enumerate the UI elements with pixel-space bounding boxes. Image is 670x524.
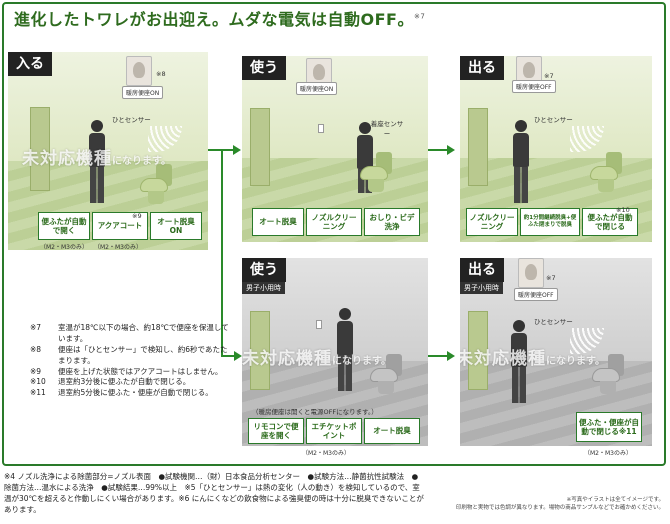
toilet-figure xyxy=(360,152,394,192)
feature-continuous-deodorize: 約1分間継続脱臭+便ふた閉まりで脱臭 xyxy=(520,208,580,236)
unsupported-watermark: 未対応機種になります。 xyxy=(242,349,391,369)
seat-sensor-label: 着座センサー xyxy=(370,120,404,138)
feature-auto-close-lid-seat: 便ふた・便座が自動で閉じる※11 xyxy=(576,412,642,442)
remote-control xyxy=(316,320,322,329)
image-disclaimer: ※写真やイラストは全てイメージです。 印刷物と実物では色調が異なります。場物の商… xyxy=(455,497,664,512)
sensor-label: ひとセンサー xyxy=(112,116,151,124)
toilet-figure xyxy=(592,354,626,394)
flow-arrow xyxy=(428,149,448,151)
panel-exit: 出る ※7 暖房便座OFF ひとセンサー ノズルクリーニング 約1分間継続脱臭+… xyxy=(460,56,652,242)
seat-thumbnail xyxy=(126,56,152,86)
person-walking-away xyxy=(510,120,532,203)
toilet-figure xyxy=(590,152,624,192)
feature-auto-deodorize-on: オート脱臭ON xyxy=(150,212,202,240)
sensor-label: ひとセンサー xyxy=(534,318,573,326)
feature-etiquette-point: エチケットポイント xyxy=(306,418,362,444)
heated-seat-label: 暖房便座ON xyxy=(122,86,164,99)
remote-control xyxy=(318,124,324,133)
person-walking-away xyxy=(508,320,530,403)
heated-seat-label: 暖房便座OFF xyxy=(512,80,556,93)
panel-enter: 入る ※8 暖房便座ON ひとセンサー 未対応機種になります。 便ふたが自動で開… xyxy=(8,52,208,250)
heated-seat-label: 暖房便座OFF xyxy=(514,288,558,301)
person-figure xyxy=(86,120,108,203)
unsupported-watermark: 未対応機種になります。 xyxy=(460,349,605,369)
panel-tag-exit-male: 出る xyxy=(460,258,504,282)
feature-nozzle-cleaning: ノズルクリーニング xyxy=(466,208,518,236)
flow-arrow xyxy=(428,355,448,357)
page-title: 進化したトワレがお出迎え。ムダな電気は自動OFF。※7 xyxy=(14,10,426,29)
panel-tag-exit: 出る xyxy=(460,56,504,80)
seat-thumbnail xyxy=(518,258,544,288)
panel-use-male: 使う 男子小用時 未対応機種になります。 （暖房便座は開くと電源OFFになります… xyxy=(242,258,428,446)
heated-seat-label: 暖房便座ON xyxy=(296,82,338,95)
person-standing xyxy=(334,308,356,391)
feature-auto-close-lid: 便ふたが自動で閉じる xyxy=(582,208,638,236)
toilet-figure xyxy=(140,164,174,204)
panel-exit-male: 出る 男子小用時 ※7 暖房便座OFF ひとセンサー 未対応機種になります。 便… xyxy=(460,258,652,446)
panel-tag-enter: 入る xyxy=(8,52,52,76)
panel-use: 使う 暖房便座ON 着座センサー オート脱臭 ノズルクリーニング おしり・ビデ洗… xyxy=(242,56,428,242)
panel-tag-use: 使う xyxy=(242,56,286,80)
feature-bidet-wash: おしり・ビデ洗浄 xyxy=(364,208,420,236)
panel-tag-use-male: 使う xyxy=(242,258,286,282)
unsupported-watermark: 未対応機種になります。 xyxy=(22,149,171,169)
feature-auto-deodorize: オート脱臭 xyxy=(364,418,420,444)
toilet-figure xyxy=(370,354,404,394)
feature-aqua-coat: アクアコート xyxy=(92,212,148,240)
footer-notes: ※4 ノズル洗浄による除菌部分=ノズル表面 ●試験機関…（財）日本食品分析センタ… xyxy=(4,472,424,514)
sensor-label: ひとセンサー xyxy=(534,116,573,124)
feature-auto-deodorize: オート脱臭 xyxy=(252,208,304,236)
feature-nozzle-cleaning: ノズルクリーニング xyxy=(306,208,362,236)
feature-auto-open-lid: 便ふたが自動で開く xyxy=(38,212,90,240)
feature-remote-open-seat: リモコンで便座を開く xyxy=(248,418,304,444)
heated-seat-caption: （暖房便座は開くと電源OFFになります。） xyxy=(252,408,378,416)
